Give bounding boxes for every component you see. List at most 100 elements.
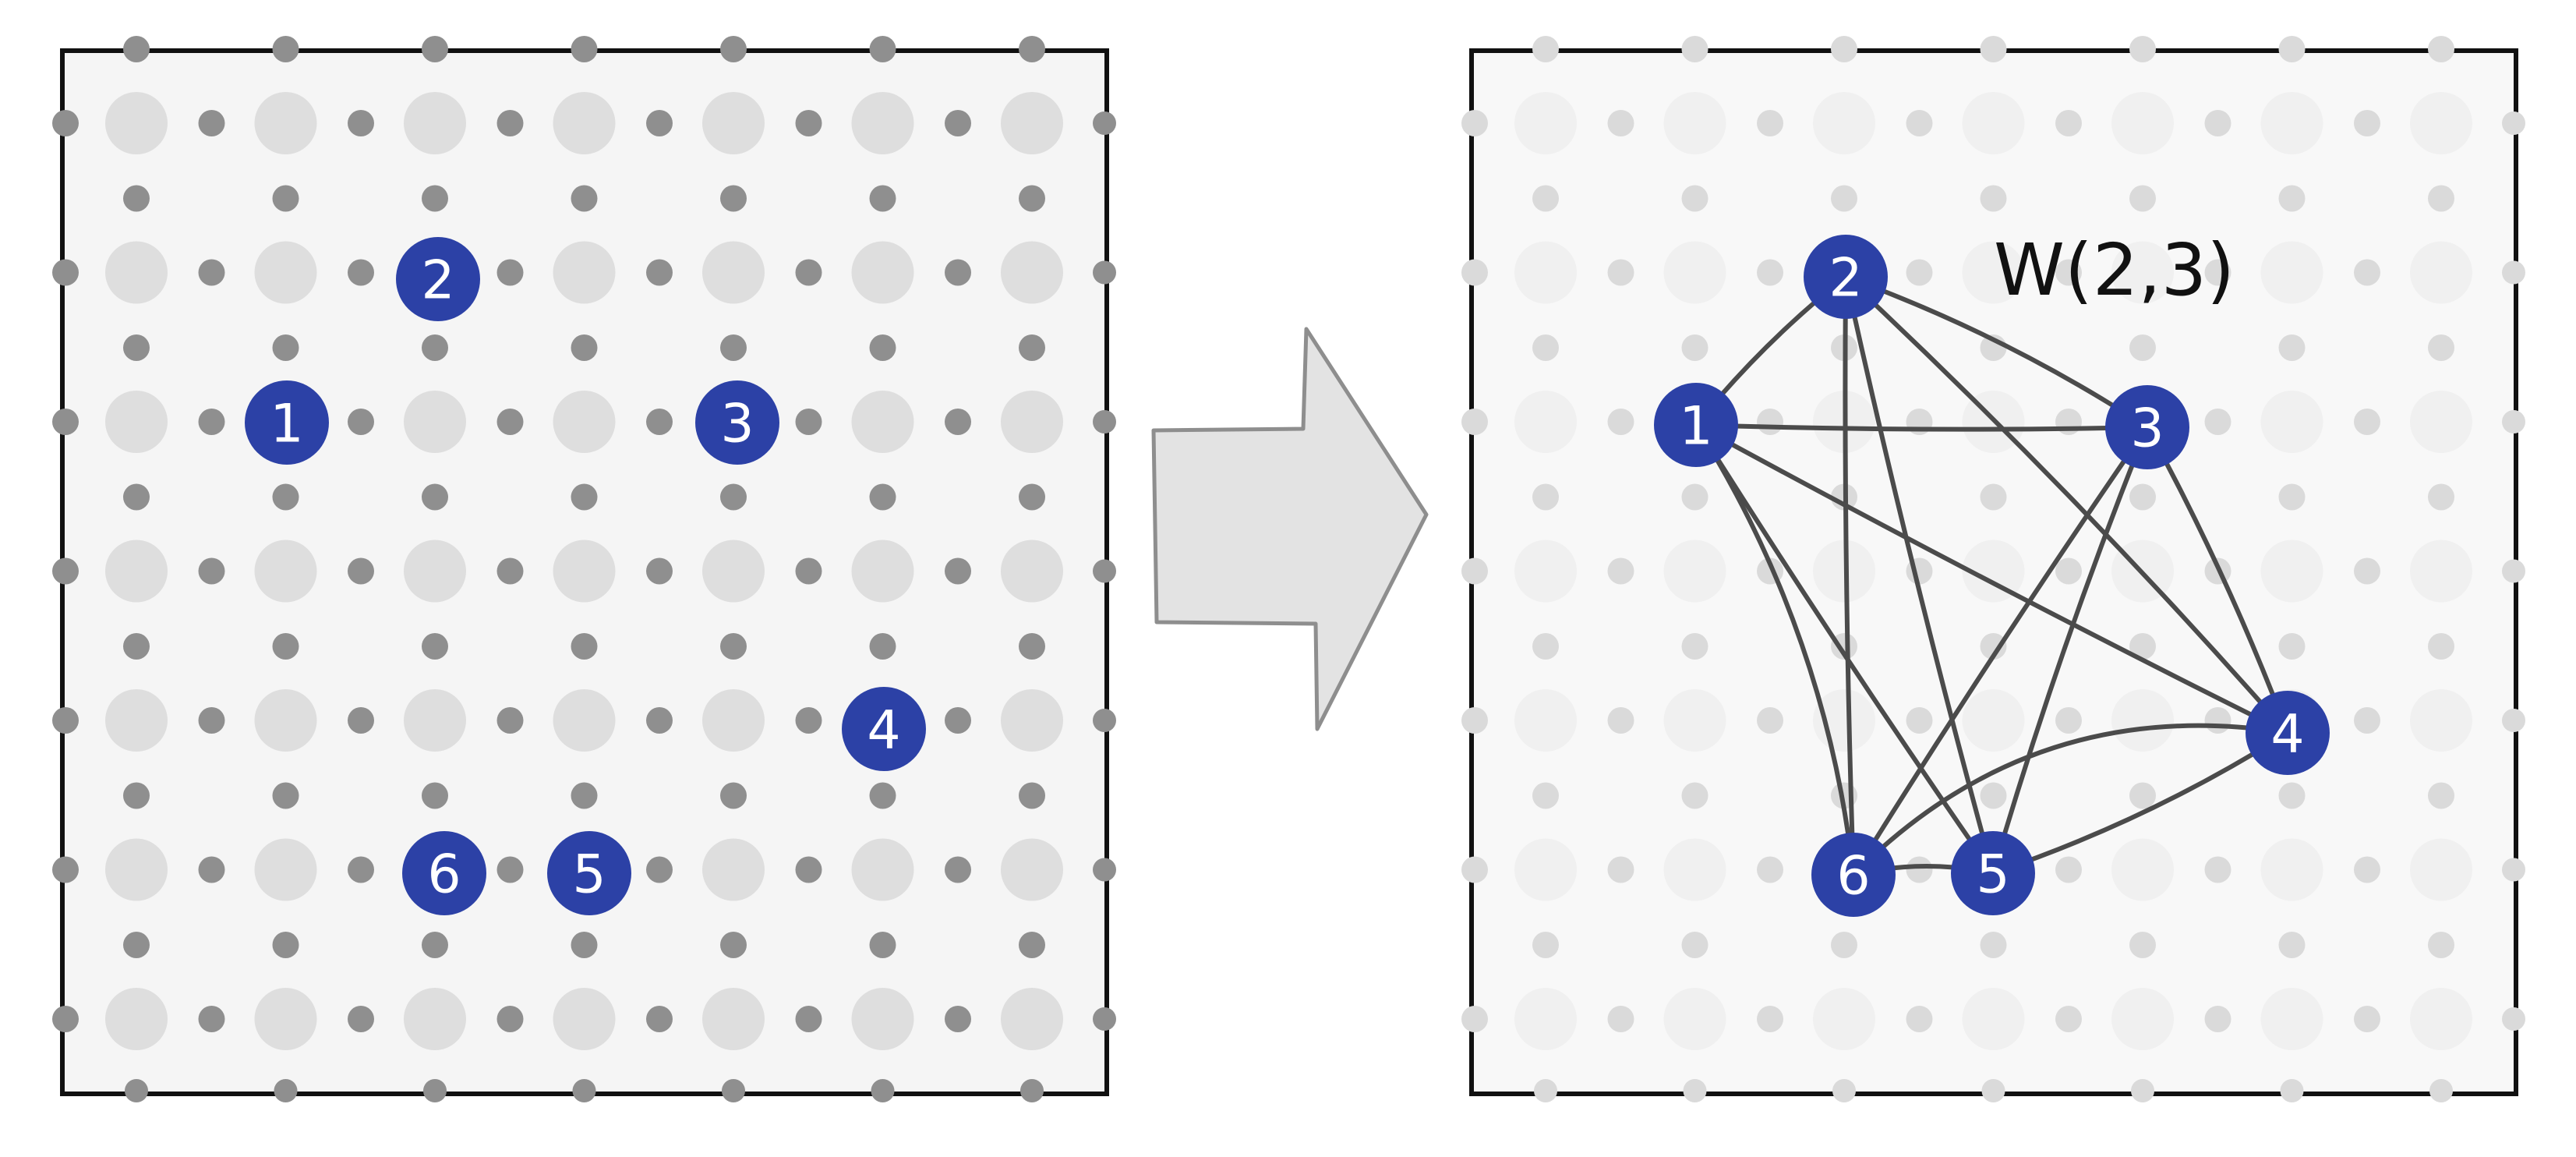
lattice-site-small — [1461, 110, 1488, 136]
lattice-site-small — [571, 633, 598, 660]
lattice-site-large — [105, 689, 168, 752]
lattice-site-small — [1461, 557, 1488, 585]
lattice-site-large — [2260, 540, 2323, 603]
lattice-site-small — [1906, 856, 1933, 883]
lattice-site-small — [2428, 782, 2454, 809]
lattice-site-small — [1980, 633, 2007, 660]
lattice-site-large — [1514, 838, 1577, 901]
lattice-site-small — [1906, 707, 1933, 734]
transform-arrow-icon — [1151, 327, 1429, 731]
lattice-site-small — [2055, 557, 2082, 585]
lattice-site-large — [105, 92, 168, 154]
graph-edges — [1694, 274, 2290, 877]
node-5-label: 5 — [1976, 844, 2009, 906]
lattice-site-small — [795, 557, 822, 585]
lattice-site-large — [404, 391, 466, 453]
lattice-site-large — [702, 241, 765, 304]
node-1-circle — [1654, 383, 1738, 467]
lattice-site-small — [871, 1079, 895, 1102]
edge-3-5 — [1991, 425, 2150, 876]
lattice-site-small — [1681, 782, 1708, 809]
lattice-site-small — [1906, 1006, 1933, 1032]
lattice-site-small — [422, 185, 448, 212]
lattice-site-small — [945, 557, 971, 585]
lattice-site-small — [1981, 1079, 2005, 1102]
lattice-site-small — [422, 932, 448, 958]
lattice-site-small — [52, 409, 79, 435]
lattice-site-large — [1001, 391, 1063, 453]
lattice-site-small — [52, 110, 79, 136]
lattice-site-large — [105, 988, 168, 1050]
lattice-site-small — [945, 856, 971, 883]
lattice-site-small — [1607, 707, 1634, 734]
lattice-site-small — [1532, 932, 1559, 958]
lattice-site-small — [2502, 111, 2525, 135]
lattice-site-small — [646, 1006, 673, 1032]
lattice-site-small — [1093, 111, 1116, 135]
lattice-site-small — [52, 1006, 79, 1032]
lattice-site-small — [2428, 483, 2454, 511]
lattice-site-large — [1813, 92, 1875, 154]
lattice-site-small — [2502, 559, 2525, 583]
lattice-site-small — [869, 932, 896, 958]
lattice-site-large — [254, 92, 317, 154]
lattice-site-small — [1831, 185, 1857, 212]
lattice-site-small — [1681, 185, 1708, 212]
lattice-site-small — [496, 707, 524, 734]
lattice-site-small — [2204, 259, 2231, 286]
lattice-site-small — [2428, 334, 2454, 361]
lattice-site-large — [1001, 540, 1063, 603]
edge-4-6 — [1851, 723, 2290, 877]
lattice-site-small — [2502, 1007, 2525, 1031]
lattice-site-small — [646, 707, 673, 734]
node-3-circle — [695, 380, 779, 465]
lattice-site-small — [272, 782, 299, 809]
lattice-site-small — [646, 409, 673, 435]
lattice-site-small — [1681, 633, 1708, 660]
lattice-site-small — [1532, 483, 1559, 511]
lattice-site-small — [571, 932, 598, 958]
lattice-site-large — [254, 241, 317, 304]
lattice-site-large — [254, 988, 317, 1050]
lattice-site-small — [720, 932, 747, 958]
node-1-label: 1 — [1679, 396, 1712, 458]
lattice-site-small — [272, 633, 299, 660]
node-2-label: 2 — [421, 250, 454, 312]
lattice-site-small — [2354, 1006, 2380, 1032]
lattice-site-small — [2204, 110, 2231, 136]
lattice-site-small — [720, 782, 747, 809]
lattice-site-small — [795, 856, 822, 883]
lattice-site-small — [422, 334, 448, 361]
lattice-site-small — [1019, 633, 1045, 660]
lattice-site-small — [2354, 707, 2380, 734]
lattice-site-small — [348, 110, 374, 136]
lattice-site-small — [496, 856, 524, 883]
lattice-site-large — [553, 241, 616, 304]
lattice-site-small — [2129, 334, 2156, 361]
lattice-site-small — [2428, 185, 2454, 212]
lattice-site-small — [348, 259, 374, 286]
lattice-site-large — [404, 988, 466, 1050]
lattice-site-small — [1461, 856, 1488, 883]
node-1-label: 1 — [270, 394, 303, 455]
lattice-site-small — [52, 856, 79, 883]
lattice-site-small — [1461, 259, 1488, 286]
lattice-site-large — [254, 838, 317, 901]
lattice-site-large — [851, 838, 914, 901]
node-4-circle — [842, 687, 926, 771]
lattice-site-small — [1093, 559, 1116, 583]
edge-4-5 — [1991, 731, 2290, 876]
lattice-site-large — [2410, 689, 2472, 752]
node-6-label: 6 — [1836, 846, 1870, 908]
lattice-site-large — [1962, 689, 2025, 752]
edge-1-3 — [1694, 423, 2150, 432]
lattice-site-small — [123, 483, 150, 511]
lattice-site-small — [571, 334, 598, 361]
lattice-site-small — [1607, 110, 1634, 136]
lattice-site-small — [123, 36, 150, 62]
lattice-site-large — [851, 540, 914, 603]
lattice-site-small — [1019, 185, 1045, 212]
lattice-site-small — [795, 1006, 822, 1032]
lattice-site-small — [1906, 259, 1933, 286]
